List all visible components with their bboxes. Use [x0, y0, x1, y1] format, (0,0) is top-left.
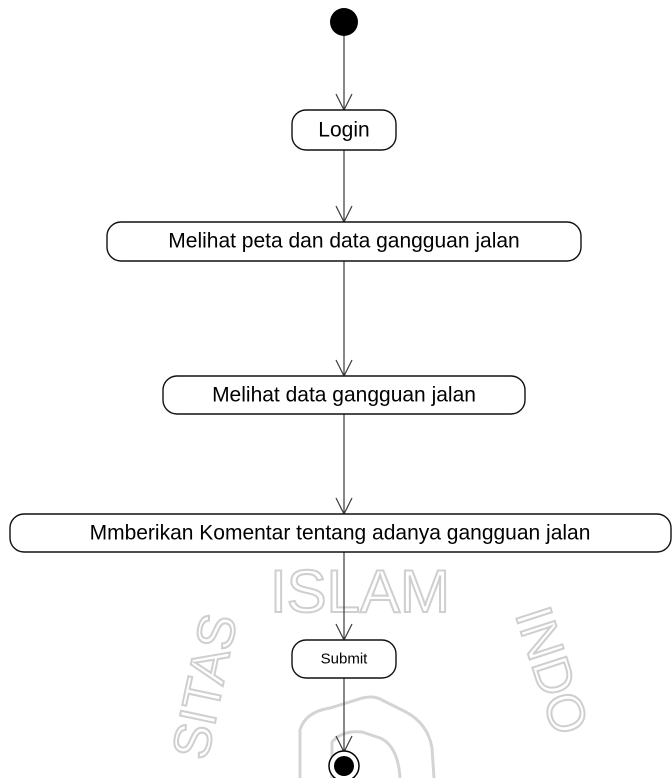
watermark-emblem: [298, 695, 436, 778]
final-node: [328, 750, 360, 778]
activity-submit-label: Submit: [321, 651, 369, 668]
watermark-text-right: INDO: [504, 600, 599, 742]
activity-login-box: [291, 109, 397, 151]
activity-submit: Submit: [291, 639, 397, 679]
final-node-dot: [334, 756, 354, 776]
activity-melihat-peta-label: Melihat peta dan data gangguan jalan: [168, 230, 519, 253]
activity-login-label: Login: [318, 119, 369, 142]
activity-melihat-data-label: Melihat data gangguan jalan: [212, 384, 476, 407]
activity-melihat-data-box: [162, 375, 526, 415]
activity-melihat-peta-box: [106, 221, 582, 262]
activity-komentar-label: Mmberikan Komentar tentang adanya ganggu…: [90, 522, 591, 545]
watermark-text-left: SITAS: [162, 609, 249, 764]
activity-komentar-box: [9, 513, 672, 553]
activity-submit-box: [291, 639, 397, 679]
watermark-text-top: ISLAM: [270, 558, 450, 625]
initial-node: [330, 8, 358, 36]
activity-komentar: Mmberikan Komentar tentang adanya ganggu…: [9, 513, 672, 553]
activity-login: Login: [291, 109, 397, 151]
activity-melihat-peta: Melihat peta dan data gangguan jalan: [106, 221, 582, 262]
activity-melihat-data: Melihat data gangguan jalan: [162, 375, 526, 415]
